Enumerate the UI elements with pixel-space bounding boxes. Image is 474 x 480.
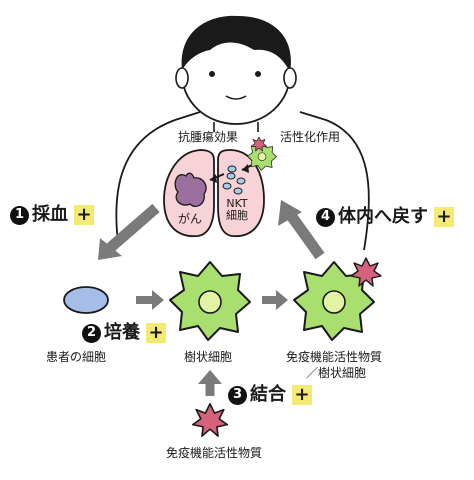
step-2-plus: +: [146, 323, 166, 343]
activation-label: 活性化作用: [280, 130, 341, 144]
eye-left: [209, 71, 215, 77]
step-2-label: 培養: [104, 322, 140, 343]
hair: [181, 15, 291, 72]
patient-cells-label: 患者の細胞: [46, 350, 107, 364]
arrow-culture: [136, 290, 164, 310]
nkt-label-line1: NKT: [226, 197, 248, 210]
nkt-label: NKT 細胞: [222, 198, 252, 222]
step-1-plus: +: [74, 205, 94, 225]
dendritic-cells-label: 樹状細胞: [184, 350, 233, 364]
nkt-label-line2: 細胞: [226, 209, 248, 222]
arrow-return-body: [278, 200, 325, 260]
person-figure: [115, 15, 370, 251]
immuno-substance-label: 免疫機能活性物質: [166, 446, 263, 460]
lungs: [163, 149, 265, 237]
step-4-return: 4 体内へ戻す +: [316, 206, 454, 228]
eye-right: [255, 71, 261, 77]
step-2-number: 2: [82, 323, 101, 343]
arrow-to-loaded: [262, 290, 288, 310]
nkt-cells: [222, 165, 246, 195]
step-4-number: 4: [316, 207, 335, 227]
neck: [213, 122, 259, 132]
step-1-blood-draw: 1 採血 +: [10, 204, 94, 226]
arrow-blood-draw: [98, 203, 160, 260]
cancer-label: がん: [178, 212, 203, 226]
ear-left: [175, 67, 189, 89]
step-4-plus: +: [434, 207, 454, 227]
step-3-number: 3: [228, 385, 247, 405]
step-3-plus: +: [292, 385, 312, 405]
loaded-cells-label-line2: ／樹状細胞: [306, 366, 367, 380]
dendritic-cell: [169, 261, 251, 341]
loaded-cells-label-line1: 免疫機能活性物質: [286, 350, 383, 364]
step-4-label: 体内へ戻す: [338, 206, 428, 227]
step-3-label: 結合: [250, 384, 286, 405]
patient-cell: [63, 286, 109, 314]
antitumor-effect-label: 抗腫瘍効果: [178, 130, 239, 144]
ear-right: [283, 67, 297, 89]
body-outline: [115, 111, 370, 251]
step-2-culture: 2 培養 +: [82, 322, 166, 344]
step-3-combine: 3 結合 +: [228, 384, 312, 406]
mouth: [225, 95, 247, 100]
step-1-number: 1: [10, 205, 29, 225]
immuno-substance-burst: [191, 403, 229, 437]
arrow-combine: [198, 370, 222, 396]
cancer-mass: [174, 172, 207, 208]
step-1-label: 採血: [32, 204, 68, 225]
